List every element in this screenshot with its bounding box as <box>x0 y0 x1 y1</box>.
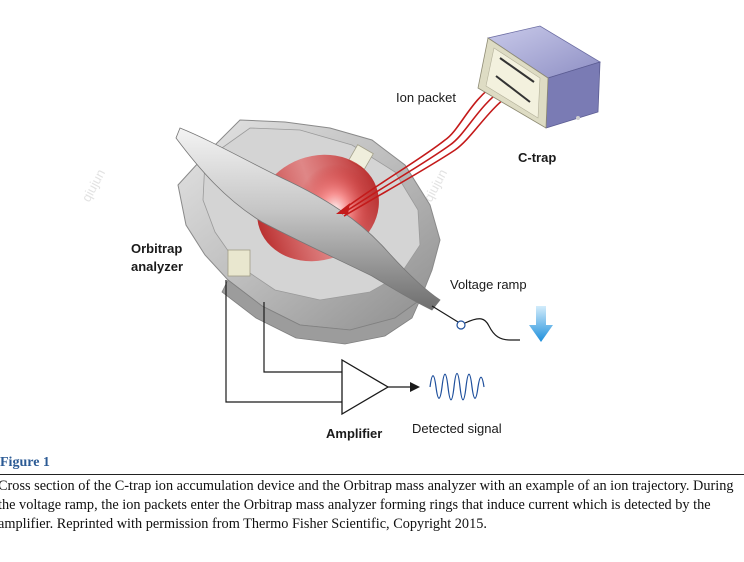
ion-trajectory <box>339 81 511 217</box>
amplifier-output-arrow <box>410 382 420 392</box>
central-electrode <box>175 127 441 311</box>
ion-packet-label: Ion packet <box>396 90 456 105</box>
voltage-ramp-arrow <box>529 306 553 342</box>
ion-arrowhead <box>336 203 350 214</box>
detected-signal-wave <box>429 372 485 401</box>
amplifier-symbol <box>341 358 390 416</box>
figure-divider <box>0 474 744 475</box>
figure-caption: Cross section of the C-trap ion accumula… <box>0 478 734 532</box>
circuit-wires <box>225 280 459 403</box>
voltage-ramp-node <box>456 320 466 330</box>
figure-heading: Figure 1 <box>0 455 50 470</box>
voltage-ramp-curve <box>464 318 520 341</box>
orbitrap-label-line2: analyzer <box>131 259 184 274</box>
amplifier-label: Amplifier <box>326 426 383 441</box>
c-trap-device <box>477 25 601 129</box>
orbitrap-label-line1: Orbitrap <box>131 241 183 256</box>
c-trap-label: C-trap <box>518 150 557 165</box>
voltage-ramp-label: Voltage ramp <box>450 277 527 292</box>
detected-signal-label: Detected signal <box>412 421 502 436</box>
